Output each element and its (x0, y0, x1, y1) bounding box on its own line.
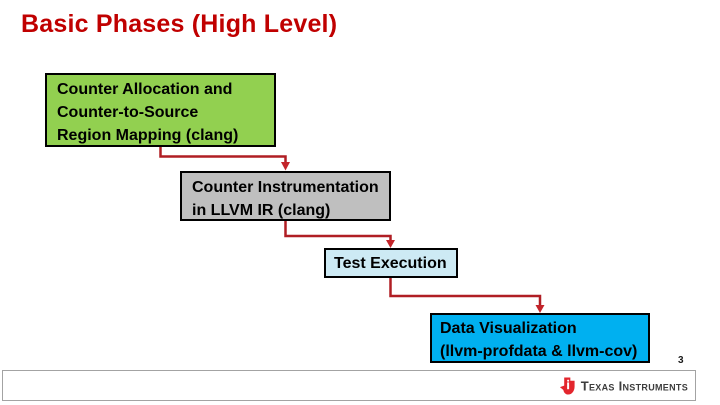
box-text-line: Counter Allocation and (57, 81, 233, 98)
flow-box-counter-allocation: Counter Allocation and Counter-to-Source… (45, 73, 276, 147)
ti-bug-icon (559, 377, 575, 394)
box-text-line: Data Visualization (440, 320, 577, 337)
flow-box-data-visualization: Data Visualization (llvm-profdata & llvm… (430, 313, 650, 363)
box-text-line: Counter-to-Source (57, 104, 199, 121)
box-text-line: in LLVM IR (clang) (192, 202, 331, 219)
box-text-line: Region Mapping (clang) (57, 127, 239, 144)
box-text-line: Test Execution (334, 254, 447, 272)
ti-logo: Texas Instruments (559, 376, 688, 395)
connector-instrumentation-to-test (284, 221, 392, 241)
box-text-line: (llvm-profdata & llvm-cov) (440, 343, 638, 360)
flow-box-counter-instrumentation: Counter Instrumentation in LLVM IR (clan… (180, 171, 391, 221)
page-number: 3 (678, 355, 684, 366)
connector-allocation-to-instrumentation (159, 147, 287, 163)
down-arrowhead-icon (281, 162, 290, 171)
ti-wordmark: Texas Instruments (580, 378, 688, 393)
footer-bar: Texas Instruments (2, 370, 696, 401)
flow-box-test-execution: Test Execution (324, 248, 458, 278)
down-arrowhead-icon (386, 240, 395, 248)
box-text-line: Counter Instrumentation (192, 179, 379, 196)
slide-title: Basic Phases (High Level) (21, 10, 338, 38)
connector-test-to-visualization (389, 278, 542, 306)
down-arrowhead-icon (535, 305, 545, 313)
